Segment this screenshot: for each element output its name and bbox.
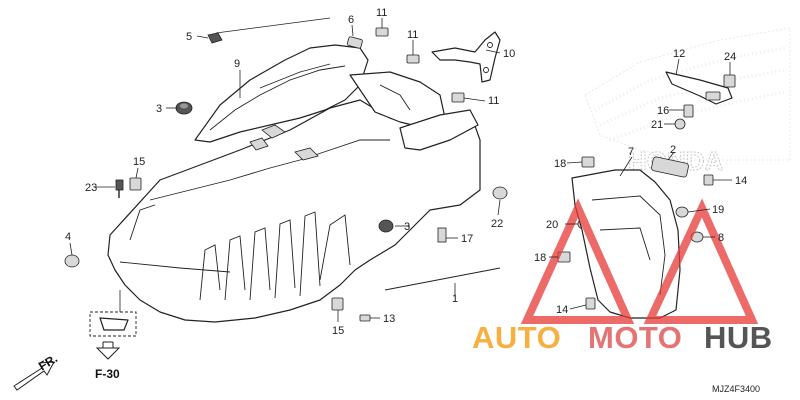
callout-3-lower: 3 <box>404 221 410 233</box>
callout-5: 5 <box>186 31 192 43</box>
callout-4: 4 <box>65 231 71 243</box>
callout-19: 19 <box>712 204 724 216</box>
callout-14-bottom: 14 <box>556 304 568 316</box>
callout-18-lower: 18 <box>534 252 546 264</box>
reflector-part-2 <box>651 156 689 178</box>
callout-18-top: 18 <box>554 158 566 170</box>
watermark-moto: MOTO <box>588 320 682 355</box>
callout-23: 23 <box>85 182 97 194</box>
callout-17: 17 <box>461 233 473 245</box>
watermark-triangle-right <box>643 198 759 324</box>
honda-wing-logo <box>584 27 791 161</box>
callout-3-top: 3 <box>156 103 162 115</box>
callout-6: 6 <box>348 14 354 26</box>
rear-fender <box>107 99 481 323</box>
callout-labels: 5 6 11 11 11 10 9 3 3 15 23 4 17 22 1 15… <box>65 7 747 337</box>
callout-11-top: 11 <box>376 7 387 19</box>
callout-24: 24 <box>724 51 736 63</box>
callout-7: 7 <box>628 146 634 158</box>
watermark-triangle-left <box>520 198 635 324</box>
callout-14-right: 14 <box>735 175 747 187</box>
callout-1: 1 <box>452 293 458 305</box>
bracket-part-10 <box>431 31 501 83</box>
callout-10: 10 <box>503 48 515 60</box>
license-light-bracket <box>665 71 733 105</box>
watermark-hub: HUB <box>704 320 773 355</box>
upper-inner-fender <box>194 44 479 151</box>
callout-15-top: 15 <box>133 156 145 168</box>
reference-box <box>89 311 137 360</box>
callout-11-right: 11 <box>488 95 499 107</box>
watermark: AUTO MOTO HUB <box>472 320 773 355</box>
rod-part-1 <box>384 267 501 291</box>
diagram-code: MJZ4F3400 <box>712 384 760 394</box>
callout-9: 9 <box>234 58 240 70</box>
callout-13: 13 <box>383 313 395 325</box>
callout-20: 20 <box>546 219 558 231</box>
callout-16: 16 <box>657 105 669 117</box>
license-plate-holder <box>571 169 681 319</box>
callout-21: 21 <box>651 119 663 131</box>
callout-15-lower: 15 <box>332 325 344 337</box>
front-direction-arrow <box>13 361 55 391</box>
callout-2: 2 <box>670 144 676 156</box>
callout-12: 12 <box>673 48 685 60</box>
callout-8: 8 <box>718 232 724 244</box>
leader-lines <box>69 17 732 322</box>
reference-label: F-30 <box>95 367 120 381</box>
callout-11-mid: 11 <box>407 29 418 41</box>
watermark-triangles <box>520 198 759 324</box>
watermark-auto: AUTO <box>472 320 561 355</box>
callout-22: 22 <box>491 218 503 230</box>
